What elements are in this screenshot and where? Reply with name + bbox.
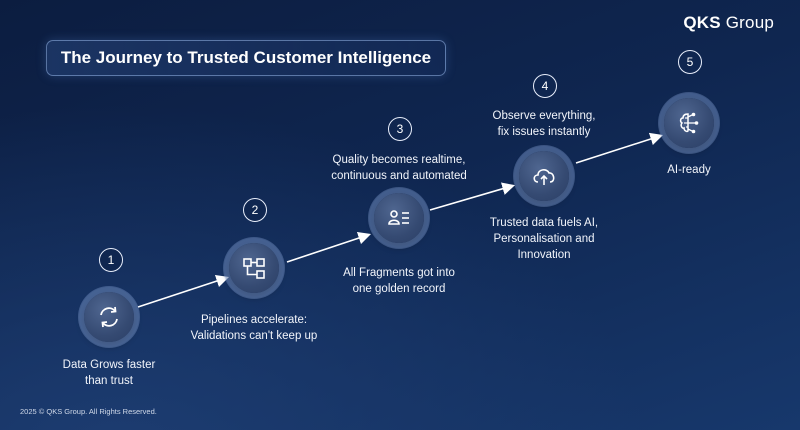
step-5-label: AI-ready	[667, 164, 711, 176]
step-1-label: Data Grows faster than trust	[62, 359, 156, 387]
cloud-upload-icon	[533, 169, 555, 185]
profile-record-icon	[388, 210, 409, 225]
step-3-label-below: All Fragments got into one golden record	[343, 267, 455, 295]
pipeline-flow-icon	[243, 258, 265, 279]
step-3-label-above: Quality becomes realtime, continuous and…	[331, 154, 467, 182]
step-2-label: Pipelines accelerate: Validations can't …	[190, 314, 318, 342]
step-1-node	[84, 292, 134, 342]
connector-arrow-4-5	[575, 132, 664, 164]
cycle-arrows-icon	[100, 306, 118, 328]
page-title: The Journey to Trusted Customer Intellig…	[46, 40, 446, 76]
step-2-node	[229, 243, 279, 293]
step-4-label-above: Observe everything, fix issues instantly	[492, 110, 596, 138]
copyright-footer: 2025 © QKS Group. All Rights Reserved.	[20, 407, 157, 416]
step-3-number: 3	[388, 117, 412, 141]
step-2-number: 2	[243, 198, 267, 222]
step-3-node	[374, 193, 424, 243]
ai-brain-icon	[679, 112, 699, 134]
brand-logo: QKS Group	[683, 13, 774, 32]
connector-arrow-3-4	[429, 182, 516, 211]
step-5-number: 5	[678, 50, 702, 74]
step-4-label-below: Trusted data fuels AI, Personalisation a…	[489, 217, 599, 261]
page-title-text: The Journey to Trusted Customer Intellig…	[60, 48, 432, 67]
step-1-number: 1	[99, 248, 123, 272]
step-4-node	[519, 151, 569, 201]
connector-arrow-2-3	[286, 231, 372, 263]
step-5-node	[664, 98, 714, 148]
connector-arrow-1-2	[137, 274, 230, 308]
step-4-number: 4	[533, 74, 557, 98]
